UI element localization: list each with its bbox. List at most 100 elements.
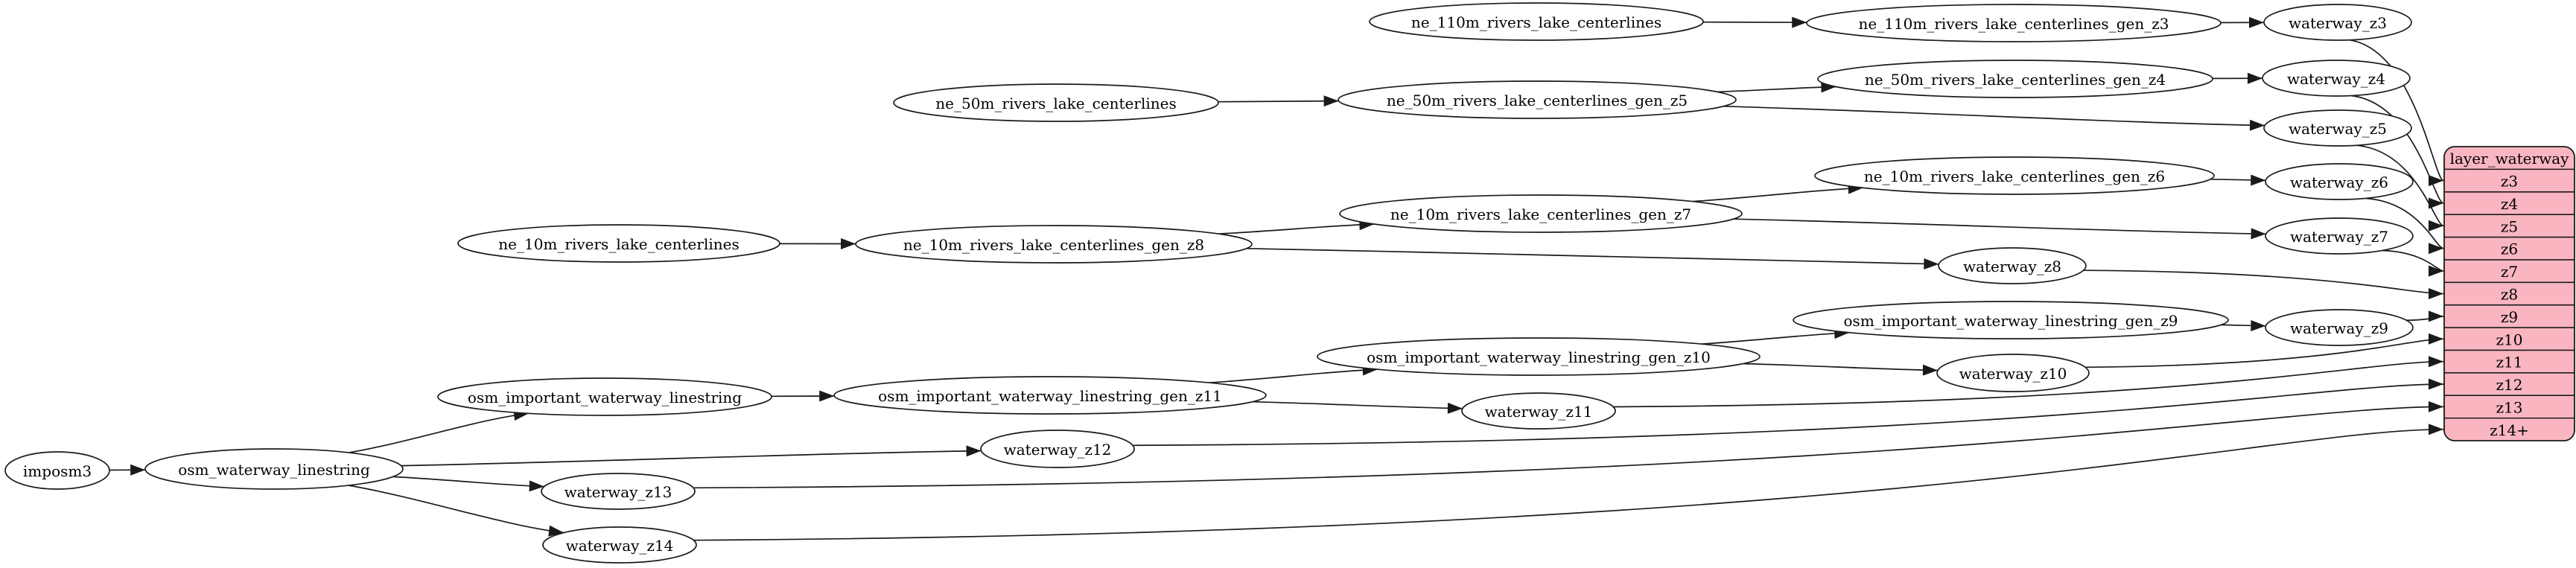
node-label: osm_important_waterway_linestring_gen_z1… xyxy=(1367,348,1711,366)
node-label: ne_50m_rivers_lake_centerlines_gen_z5 xyxy=(1387,92,1688,109)
node-label: waterway_z12 xyxy=(1004,441,1112,459)
node-shape xyxy=(437,377,772,416)
edge-waterway_z4-to-layer_waterway-z4 xyxy=(2351,95,2444,204)
node-shape xyxy=(980,430,1135,468)
node-label: osm_important_waterway_linestring_gen_z1… xyxy=(878,387,1222,405)
arrowhead-icon xyxy=(2429,288,2443,299)
arrowhead-icon xyxy=(2249,16,2265,28)
edge-ne_10m_rivers_lake_centerlines_gen_z8-to-waterway_z8 xyxy=(1246,247,1939,265)
node-ne_50m_rivers_lake_centerlines: ne_50m_rivers_lake_centerlines xyxy=(893,83,1219,122)
node-waterway_z14: waterway_z14 xyxy=(542,526,697,564)
arrowhead-icon xyxy=(2429,333,2443,345)
arrowhead-icon xyxy=(966,445,982,457)
node-label: waterway_z11 xyxy=(1485,403,1593,421)
arrowhead-icon xyxy=(529,480,544,492)
arrowhead-icon xyxy=(130,464,146,476)
node-ne_10m_rivers_lake_centerlines_gen_z7: ne_10m_rivers_lake_centerlines_gen_z7 xyxy=(1339,194,1743,233)
node-waterway_z11: waterway_z11 xyxy=(1461,392,1616,430)
arrowhead-icon xyxy=(2429,401,2443,412)
arrowhead-icon xyxy=(819,390,835,402)
record-row-z13: z13 xyxy=(2496,398,2523,416)
node-shape xyxy=(1339,194,1743,233)
node-waterway_z9: waterway_z9 xyxy=(2265,309,2414,346)
arrowhead-icon xyxy=(1447,402,1463,414)
node-shape xyxy=(457,224,780,263)
node-osm_important_waterway_linestring: osm_important_waterway_linestring xyxy=(437,377,772,416)
node-label: ne_110m_rivers_lake_centerlines xyxy=(1411,13,1661,31)
node-label: waterway_z13 xyxy=(565,483,672,501)
edge-waterway_z8-to-layer_waterway-z8 xyxy=(2083,269,2444,295)
node-label: waterway_z5 xyxy=(2289,120,2387,138)
arrowhead-icon xyxy=(1924,258,1939,269)
record-row-z7: z7 xyxy=(2501,263,2518,281)
node-shape xyxy=(833,376,1267,415)
arrowhead-icon xyxy=(2429,356,2443,368)
record-row-z3: z3 xyxy=(2501,173,2518,191)
node-shape xyxy=(1806,4,2222,42)
node-ne_10m_rivers_lake_centerlines_gen_z8: ne_10m_rivers_lake_centerlines_gen_z8 xyxy=(855,225,1253,264)
edge-waterway_z6-to-layer_waterway-z6 xyxy=(2364,197,2444,249)
edge-ne_10m_rivers_lake_centerlines_gen_z7-to-waterway_z7 xyxy=(1733,218,2266,235)
node-osm_important_waterway_linestring_gen_z9: osm_important_waterway_linestring_gen_z9 xyxy=(1793,301,2229,339)
arrowhead-icon xyxy=(2251,320,2266,331)
node-shape xyxy=(1369,2,1704,41)
edge-osm_important_waterway_linestring_gen_z11-to-waterway_z11 xyxy=(1252,401,1463,409)
edge-osm_important_waterway_linestring_gen_z11-to-osm_important_waterway_linestring_gen_z10 xyxy=(1209,368,1378,383)
node-label: osm_important_waterway_linestring xyxy=(468,389,742,406)
node-label: waterway_z3 xyxy=(2289,14,2387,32)
edge-waterway_z14-to-layer_waterway-z14+ xyxy=(693,428,2444,541)
node-shape xyxy=(1317,337,1761,376)
arrowhead-icon xyxy=(2429,243,2443,255)
edge-waterway_z12-to-layer_waterway-z12 xyxy=(1133,383,2444,447)
arrowhead-icon xyxy=(2251,228,2266,240)
record-row-z10: z10 xyxy=(2496,331,2523,348)
node-ne_10m_rivers_lake_centerlines_gen_z6: ne_10m_rivers_lake_centerlines_gen_z6 xyxy=(1814,156,2215,195)
edge-osm_waterway_linestring-to-osm_important_waterway_linestring xyxy=(349,412,529,453)
arrowhead-icon xyxy=(841,238,856,249)
record-row-z9: z9 xyxy=(2501,308,2518,326)
arrowhead-icon xyxy=(1792,16,1807,28)
edge-waterway_z13-to-layer_waterway-z13 xyxy=(693,406,2444,489)
record-title: layer_waterway xyxy=(2450,150,2570,167)
node-label: waterway_z7 xyxy=(2290,228,2388,246)
node-label: waterway_z6 xyxy=(2290,173,2388,191)
node-shape xyxy=(1793,301,2229,339)
arrowhead-icon xyxy=(1922,364,1938,376)
node-shape xyxy=(2265,217,2414,255)
node-waterway_z3: waterway_z3 xyxy=(2263,4,2412,41)
edge-waterway_z3-to-layer_waterway-z3 xyxy=(2349,39,2444,182)
node-shape xyxy=(1817,60,2213,98)
edge-ne_50m_rivers_lake_centerlines_gen_z5-to-waterway_z5 xyxy=(1723,105,2265,127)
node-label: waterway_z14 xyxy=(566,537,674,555)
edge-osm_important_waterway_linestring_gen_z10-to-osm_important_waterway_linestring_gen_z9 xyxy=(1701,331,1850,345)
edge-ne_50m_rivers_lake_centerlines-to-ne_50m_rivers_lake_centerlines_gen_z5 xyxy=(1218,100,1339,103)
node-label: waterway_z9 xyxy=(2290,319,2388,337)
node-shape xyxy=(144,448,404,490)
edges xyxy=(109,16,2444,541)
node-label: ne_50m_rivers_lake_centerlines_gen_z4 xyxy=(1865,71,2166,89)
node-label: ne_10m_rivers_lake_centerlines_gen_z6 xyxy=(1864,167,2165,185)
record-row-z12: z12 xyxy=(2496,376,2523,394)
node-label: waterway_z4 xyxy=(2287,70,2385,88)
node-shape xyxy=(1938,247,2087,284)
node-label: ne_10m_rivers_lake_centerlines_gen_z7 xyxy=(1390,205,1691,223)
record-row-z14+: z14+ xyxy=(2490,421,2529,439)
node-shape xyxy=(2265,309,2414,346)
node-osm_waterway_linestring: osm_waterway_linestring xyxy=(144,448,404,490)
node-osm_important_waterway_linestring_gen_z10: osm_important_waterway_linestring_gen_z1… xyxy=(1317,337,1761,376)
node-ne_50m_rivers_lake_centerlines_gen_z4: ne_50m_rivers_lake_centerlines_gen_z4 xyxy=(1817,60,2213,98)
arrowhead-icon xyxy=(2429,310,2443,322)
arrowhead-icon xyxy=(2429,197,2443,209)
record-row-z11: z11 xyxy=(2496,354,2523,371)
record-row-z8: z8 xyxy=(2501,286,2518,304)
node-shape xyxy=(1936,354,2090,392)
node-ne_110m_rivers_lake_centerlines: ne_110m_rivers_lake_centerlines xyxy=(1369,2,1704,41)
edge-osm_waterway_linestring-to-waterway_z14 xyxy=(348,485,565,534)
node-shape xyxy=(542,526,697,564)
arrowhead-icon xyxy=(2249,119,2265,131)
node-label: waterway_z10 xyxy=(1959,365,2067,383)
node-shape xyxy=(2262,60,2411,97)
node-shape xyxy=(1461,392,1616,430)
node-ne_10m_rivers_lake_centerlines: ne_10m_rivers_lake_centerlines xyxy=(457,224,780,263)
